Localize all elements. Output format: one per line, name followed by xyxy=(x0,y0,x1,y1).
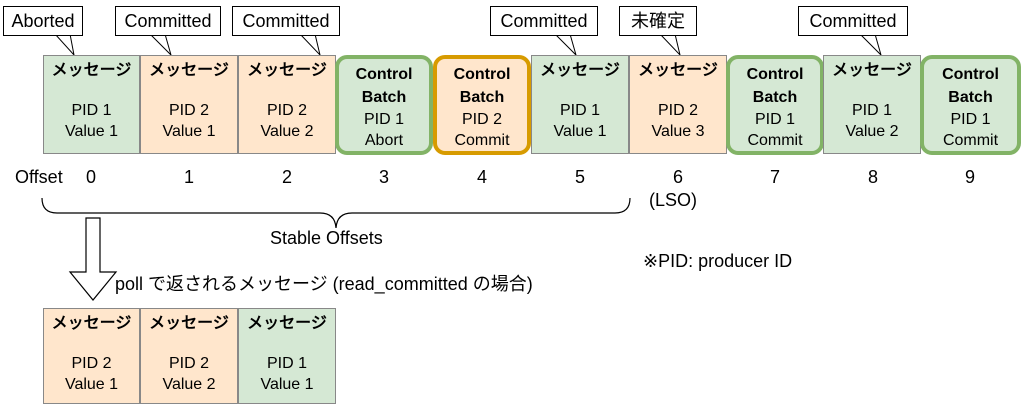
record-offset-1: メッセージ PID 2 Value 1 xyxy=(140,55,238,154)
record-pid: PID 1 xyxy=(71,102,112,119)
control-batch-offset-7: Control Batch PID 1 Commit xyxy=(726,55,824,155)
record-offset-0: メッセージ PID 1 Value 1 xyxy=(43,55,140,154)
callout-pointer-5 xyxy=(553,33,578,57)
record-header: メッセージ xyxy=(832,62,912,79)
callout-committed-8: Committed xyxy=(798,6,908,36)
control-batch-offset-4: Control Batch PID 2 Commit xyxy=(433,55,531,155)
record-pid: PID 2 xyxy=(461,111,502,128)
pid-note: ※PID: producer ID xyxy=(643,251,793,271)
offset-3: 3 xyxy=(378,167,389,187)
record-value: Value 1 xyxy=(553,123,607,140)
record-value: Commit xyxy=(747,132,803,149)
record-pid: PID 1 xyxy=(851,102,892,119)
record-header: メッセージ xyxy=(51,315,132,332)
record-header: メッセージ xyxy=(51,62,132,79)
callout-pointer-2 xyxy=(298,33,321,57)
offset-label: Offset xyxy=(15,167,63,187)
record-value: Value 2 xyxy=(162,376,216,393)
callout-committed-1: Committed xyxy=(115,6,221,36)
offset-8: 8 xyxy=(867,167,878,187)
control-batch-offset-9: Control Batch PID 1 Commit xyxy=(920,55,1021,155)
record-offset-8: メッセージ PID 1 Value 2 xyxy=(823,55,921,154)
callout-pending-6: 未確定 xyxy=(619,6,697,36)
callout-pointer-1 xyxy=(148,33,173,57)
record-offset-5: メッセージ PID 1 Value 1 xyxy=(531,55,629,154)
record-pid: PID 2 xyxy=(71,355,112,372)
record-header: メッセージ xyxy=(149,315,229,332)
record-header-2: Batch xyxy=(459,89,505,106)
offset-6: 6 xyxy=(672,167,683,187)
record-pid: PID 1 xyxy=(266,355,307,372)
record-pid: PID 1 xyxy=(754,111,795,128)
offset-1: 1 xyxy=(183,167,194,187)
stable-offsets-brace xyxy=(41,197,631,229)
record-value: Value 1 xyxy=(64,123,119,140)
result-record-3: メッセージ PID 1 Value 1 xyxy=(238,308,336,404)
result-record-2: メッセージ PID 2 Value 2 xyxy=(140,308,238,404)
result-record-1: メッセージ PID 2 Value 1 xyxy=(43,308,140,404)
callout-pointer-8 xyxy=(858,33,883,57)
record-header-2: Batch xyxy=(948,89,993,106)
record-pid: PID 2 xyxy=(657,102,698,119)
record-value: Commit xyxy=(942,132,999,149)
stable-offsets-label: Stable Offsets xyxy=(270,228,383,248)
record-header: Control xyxy=(942,66,999,83)
record-value: Commit xyxy=(454,132,510,149)
offset-2: 2 xyxy=(281,167,292,187)
record-pid: PID 2 xyxy=(168,355,209,372)
record-header: Control xyxy=(355,66,413,83)
offset-9: 9 xyxy=(964,167,975,187)
callout-committed-2: Committed xyxy=(232,6,340,36)
record-header-2: Batch xyxy=(361,89,407,106)
record-offset-2: メッセージ PID 2 Value 2 xyxy=(238,55,336,154)
record-pid: PID 1 xyxy=(559,102,600,119)
record-header-2: Batch xyxy=(752,89,798,106)
offset-7: 7 xyxy=(769,167,780,187)
record-value: Value 3 xyxy=(651,123,705,140)
record-value: Abort xyxy=(364,132,404,149)
record-pid: PID 2 xyxy=(266,102,307,119)
callout-pointer-6 xyxy=(658,33,681,57)
record-value: Value 1 xyxy=(162,123,216,140)
offset-0: 0 xyxy=(85,167,96,187)
callout-aborted: Aborted xyxy=(3,6,83,36)
offset-5: 5 xyxy=(574,167,585,187)
record-value: Value 1 xyxy=(260,376,314,393)
record-header: メッセージ xyxy=(540,62,620,79)
record-header: メッセージ xyxy=(149,62,229,79)
record-header: メッセージ xyxy=(247,315,327,332)
control-batch-offset-3: Control Batch PID 1 Abort xyxy=(335,55,433,155)
down-arrow-icon xyxy=(68,217,118,301)
record-pid: PID 2 xyxy=(168,102,209,119)
record-header: メッセージ xyxy=(638,62,718,79)
callout-pointer-0 xyxy=(53,33,75,57)
record-value: Value 1 xyxy=(64,376,119,393)
callout-committed-5: Committed xyxy=(490,6,598,36)
record-header: Control xyxy=(746,66,804,83)
record-header: Control xyxy=(453,66,511,83)
record-header: メッセージ xyxy=(247,62,327,79)
record-pid: PID 1 xyxy=(363,111,404,128)
record-value: Value 2 xyxy=(845,123,899,140)
offset-4: 4 xyxy=(476,167,487,187)
poll-label: poll で返されるメッセージ (read_committed の場合) xyxy=(115,274,533,294)
record-pid: PID 1 xyxy=(950,111,991,128)
record-offset-6: メッセージ PID 2 Value 3 xyxy=(629,55,727,154)
lso-label: (LSO) xyxy=(649,190,698,210)
record-value: Value 2 xyxy=(260,123,314,140)
